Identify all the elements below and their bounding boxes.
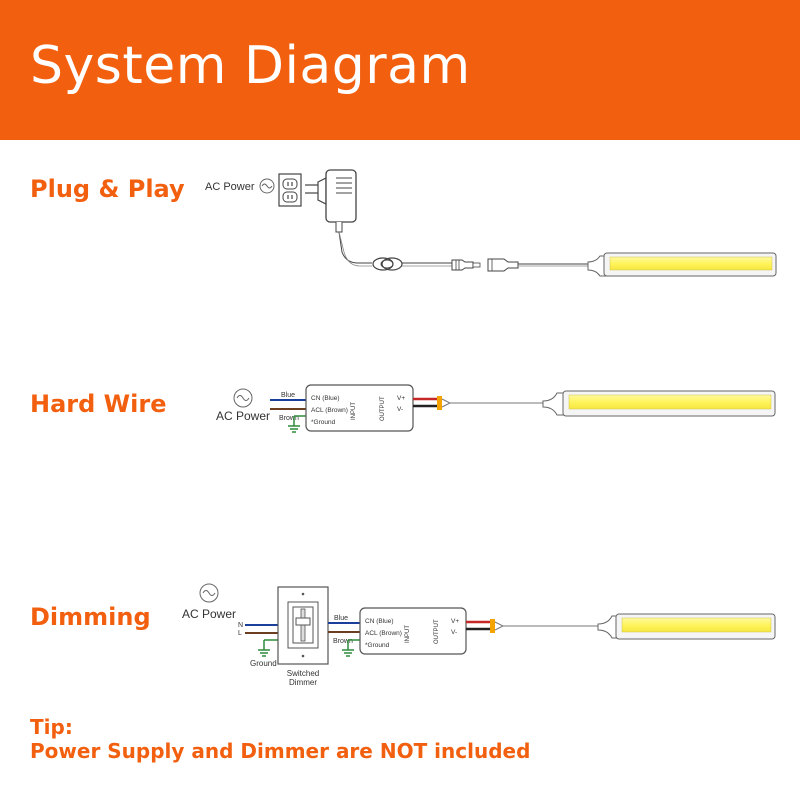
dimmer-label-line1: Switched [287,669,319,678]
ground-symbol-icon [258,640,270,657]
ac-symbol-icon [199,583,219,603]
driver-vplus-label: V+ [397,395,405,402]
driver-vminus-label: V- [451,629,457,636]
driver-ground-label: *Ground [365,642,390,649]
ground-symbol-icon [288,416,300,433]
driver-cn-label: CN (Blue) [311,395,340,402]
section-title-dimming: Dimming [30,603,151,631]
switched-dimmer-icon [277,586,329,665]
wire-label-blue: Blue [281,392,295,399]
ac-power-label: AC Power [205,181,255,193]
dimming-diagram: AC Power N L Ground Switched Dimmer Blue… [182,583,776,687]
driver-output-label: OUTPUT [380,396,386,421]
driver-acl-label: ACL (Brown) [365,630,402,637]
cable-coil-icon [372,257,403,271]
wall-outlet-icon [278,173,302,207]
driver-ground-label: *Ground [311,419,336,426]
ac-symbol-icon [259,178,275,194]
led-driver: CN (Blue) ACL (Brown) *Ground INPUT OUTP… [305,384,414,432]
page-title: System Diagram [30,36,471,96]
led-strip-icon [542,390,776,417]
dc-socket-icon [487,258,519,272]
driver-input-label: INPUT [405,625,411,643]
driver-vminus-label: V- [397,406,403,413]
hard-wire-diagram: AC Power Blue Brown CN (Blue) ACL (Brown… [216,384,776,433]
ac-symbol-icon [233,388,253,408]
tip-label: Tip: [30,715,73,739]
led-strip-icon [587,252,777,277]
power-adapter-icon [317,169,357,233]
neutral-label: N [238,622,243,629]
driver-vplus-label: V+ [451,618,459,625]
driver-output-label: OUTPUT [434,619,440,644]
ac-power-label: AC Power [182,607,236,621]
dc-plug-icon [451,259,481,271]
ground-label: Ground [250,659,277,668]
wire-label-blue: Blue [334,615,348,622]
ac-power-label: AC Power [216,409,270,423]
section-title-hard-wire: Hard Wire [30,390,167,418]
driver-input-label: INPUT [351,402,357,420]
ground-symbol-icon [342,640,354,657]
driver-acl-label: ACL (Brown) [311,407,348,414]
dimmer-label-line2: Dimmer [289,678,317,687]
led-strip-icon [597,613,776,640]
wire-label-brown: Brown [279,415,299,422]
header-banner: System Diagram [0,0,800,140]
driver-cn-label: CN (Blue) [365,618,394,625]
plug-and-play-diagram: AC Power [205,169,777,277]
tip-text: Power Supply and Dimmer are NOT included [30,739,531,763]
section-title-plug-and-play: Plug & Play [30,175,185,203]
line-label: L [238,630,242,637]
wire-label-brown: Brown [333,638,353,645]
led-driver: CN (Blue) ACL (Brown) *Ground INPUT OUTP… [359,607,467,655]
